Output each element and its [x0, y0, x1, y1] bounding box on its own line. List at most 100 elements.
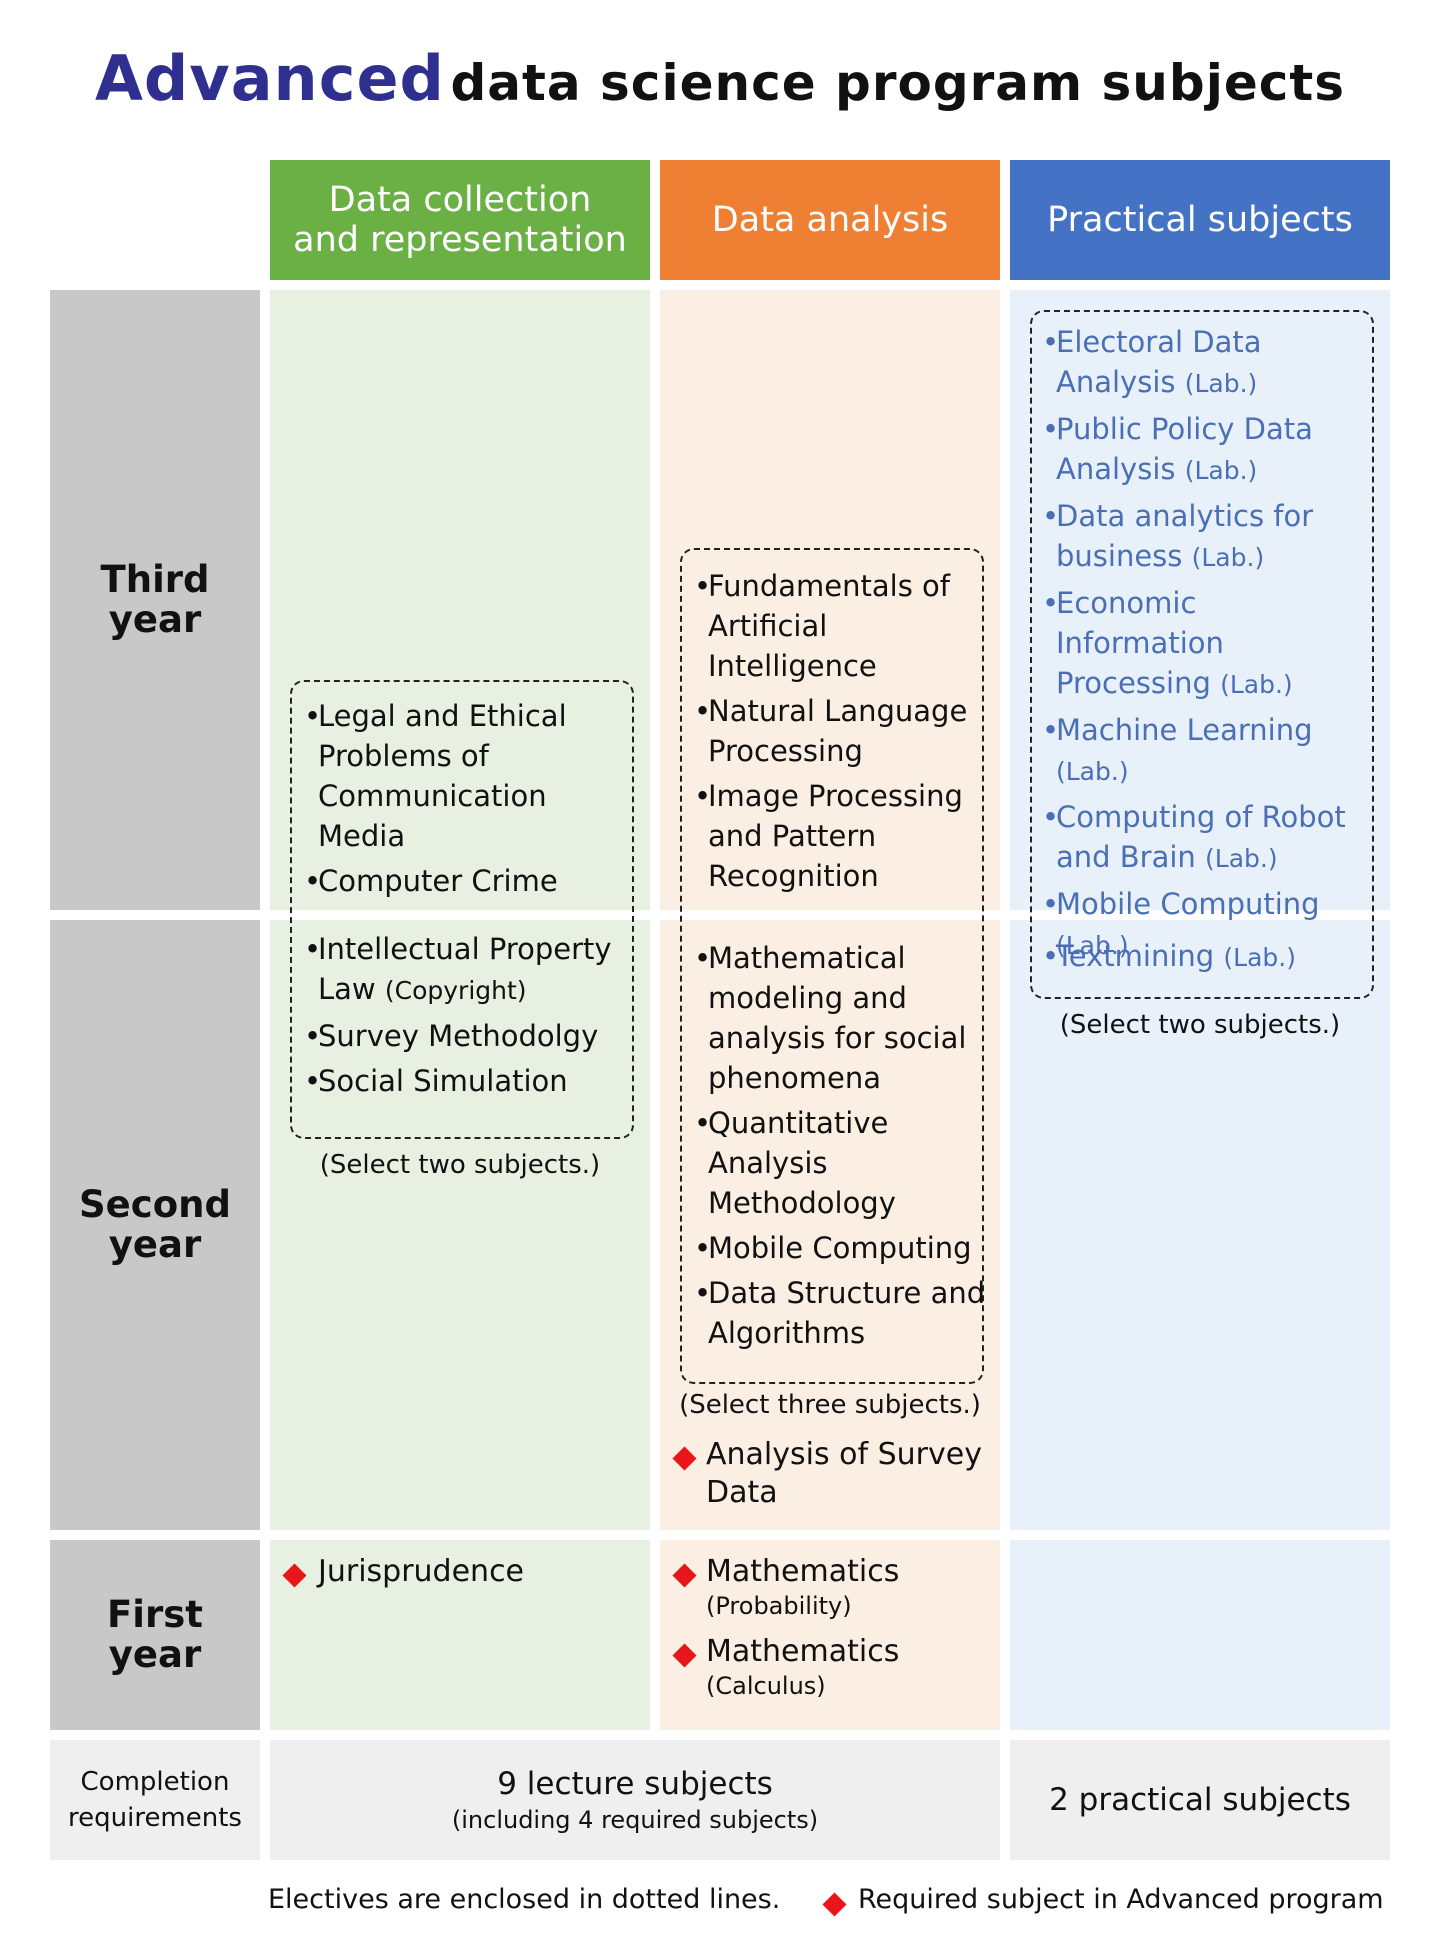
practical-electives-box	[1030, 310, 1374, 999]
subject-sub: (Probability)	[706, 1592, 852, 1620]
list-item: •Computer Crime	[304, 864, 558, 898]
cell-first-collection	[270, 1540, 650, 1730]
lab-tag: (Lab.)	[1184, 369, 1258, 398]
required-marker-icon	[822, 1892, 847, 1917]
required-subject-jurisprudence: Jurisprudence	[318, 1554, 525, 1589]
subject-name: Electoral Data Analysis	[1056, 325, 1262, 399]
row-header-line: year	[108, 1223, 202, 1266]
title-rest: data science program subjects	[450, 54, 1346, 112]
collection-select-note: (Select two subjects.)	[319, 1150, 601, 1180]
collection-electives-box	[290, 680, 634, 1139]
list-item: •Legal and Ethical Problems of Communica…	[304, 699, 567, 853]
lab-tag: (Lab.)	[1220, 670, 1293, 699]
column-header-label: Data analysis	[711, 200, 949, 240]
list-item: •Mobile Computing (Lab.)	[1042, 887, 1320, 960]
list-item: •Survey Methodolgy	[304, 1019, 599, 1053]
subject-name: Mobile Computing	[708, 1231, 972, 1265]
subject-name: Quantitative Analysis Methodology	[708, 1106, 896, 1220]
completion-label: Completion requirements	[50, 1740, 260, 1860]
subject-name: Fundamentals of Artificial Intelligence	[708, 569, 950, 683]
cell-first-practical	[1010, 1540, 1390, 1730]
practical-electives-list: •Electoral Data Analysis (Lab.) •Public …	[1038, 322, 1373, 971]
collection-electives-list: •Legal and Ethical Problems of Communica…	[300, 696, 630, 1106]
subject-name: Image Processing and Pattern Recognition	[708, 779, 963, 893]
list-item: •Fundamentals of Artificial Intelligence	[694, 569, 950, 683]
row-header-line: year	[108, 1633, 202, 1676]
lab-tag: (Lab.)	[1223, 943, 1296, 972]
subject-name: Public Policy Data Analysis	[1056, 412, 1313, 486]
list-item: •Quantitative Analysis Methodology	[694, 1106, 896, 1220]
list-item: •Data Structure and Algorithms	[694, 1276, 986, 1350]
lab-tag: (Lab.)	[1056, 757, 1129, 786]
subject-sub: (Calculus)	[706, 1672, 826, 1700]
list-item: •Computing of Robot and Brain (Lab.)	[1042, 800, 1346, 874]
column-header-analysis: Data analysis	[660, 160, 1000, 280]
analysis-electives-box	[680, 548, 984, 1384]
subject-name: Mathematics	[706, 1634, 900, 1669]
subject-name: Social Simulation	[318, 1064, 568, 1098]
row-header-line: First	[107, 1593, 203, 1636]
list-item: •Mobile Computing	[694, 1231, 972, 1265]
legend-electives: Electives are enclosed in dotted lines.	[268, 1884, 781, 1915]
cell-second-analysis	[660, 920, 1000, 1530]
subject-name: Textmining	[1056, 939, 1215, 973]
subject-name: Machine Learning	[1056, 713, 1313, 747]
subject-name: Mathematical modeling and analysis for s…	[708, 941, 967, 1095]
row-header-line: Third	[100, 558, 210, 601]
subject-name: Natural Language Processing	[708, 694, 968, 768]
list-item: •Social Simulation	[304, 1064, 568, 1098]
list-item: •Natural Language Processing	[694, 694, 968, 768]
completion-practical-count: 2 practical subjects	[1049, 1782, 1351, 1818]
list-item: •Image Processing and Pattern Recognitio…	[694, 779, 963, 893]
list-item: •Machine Learning (Lab.)	[1042, 713, 1313, 786]
subject-name: Computer Crime	[318, 864, 558, 898]
row-header-line: year	[108, 598, 202, 641]
column-header-label: Practical subjects	[1047, 200, 1353, 240]
required-subject-math-probability: Mathematics (Probability)	[706, 1553, 996, 1621]
subject-name: Survey Methodolgy	[318, 1019, 599, 1053]
list-item: •Electoral Data Analysis (Lab.)	[1042, 325, 1262, 399]
subject-name: Legal and Ethical Problems of Communicat…	[318, 699, 567, 853]
list-item: •Public Policy Data Analysis (Lab.)	[1042, 412, 1313, 486]
completion-lecture-count: 9 lecture subjects	[497, 1766, 773, 1802]
subject-name: Economic Information Processing	[1056, 586, 1224, 700]
lab-tag: (Lab.)	[1184, 456, 1258, 485]
cell-third-collection	[270, 290, 650, 910]
completion-lecture: 9 lecture subjects (including 4 required…	[270, 1740, 1000, 1860]
practical-select-note: (Select two subjects.)	[1059, 1010, 1341, 1040]
row-header-line: Second	[79, 1183, 231, 1226]
list-item: •Mathematical modeling and analysis for …	[694, 941, 967, 1095]
subject-name: Mathematics	[706, 1554, 900, 1589]
completion-practical: 2 practical subjects	[1010, 1740, 1390, 1860]
lab-tag: (Lab.)	[1205, 844, 1278, 873]
completion-label-line: Completion	[80, 1767, 230, 1797]
list-item: •Economic Information Processing (Lab.)	[1042, 586, 1293, 700]
list-item: •Textmining (Lab.)	[1042, 939, 1296, 973]
lab-tag: (Lab.)	[1056, 931, 1129, 960]
title-emphasis: Advanced	[94, 42, 445, 115]
analysis-electives-third-list: •Fundamentals of Artificial Intelligence…	[690, 566, 990, 901]
cell-second-collection	[270, 920, 650, 1530]
completion-label-line: requirements	[68, 1803, 242, 1833]
required-subject-survey-data: Analysis of Survey Data	[706, 1437, 982, 1510]
subject-name: Data Structure and Algorithms	[708, 1276, 986, 1350]
subject-name: Mobile Computing	[1056, 887, 1320, 921]
completion-lecture-note: (including 4 required subjects)	[451, 1806, 819, 1834]
column-header-line: Data collection	[328, 180, 592, 220]
page-title: Advanced data science program subjects	[0, 42, 1440, 115]
analysis-electives-second-list: •Mathematical modeling and analysis for …	[690, 938, 990, 1358]
subject-name: Intellectual Property Law	[318, 932, 612, 1006]
practical-electives-second-list: •Textmining (Lab.)	[1038, 936, 1373, 983]
cell-third-practical	[1010, 290, 1390, 910]
legend-required: Required subject in Advanced program	[858, 1884, 1384, 1915]
list-item: •Data analytics for business (Lab.)	[1042, 499, 1314, 573]
subject-name: Data analytics for business	[1056, 499, 1314, 573]
lab-tag: (Lab.)	[1191, 543, 1265, 572]
cell-first-analysis	[660, 1540, 1000, 1730]
analysis-select-note: (Select three subjects.)	[679, 1390, 981, 1420]
list-item: •Intellectual Property Law (Copyright)	[304, 932, 612, 1006]
column-header-line: and representation	[293, 220, 627, 260]
